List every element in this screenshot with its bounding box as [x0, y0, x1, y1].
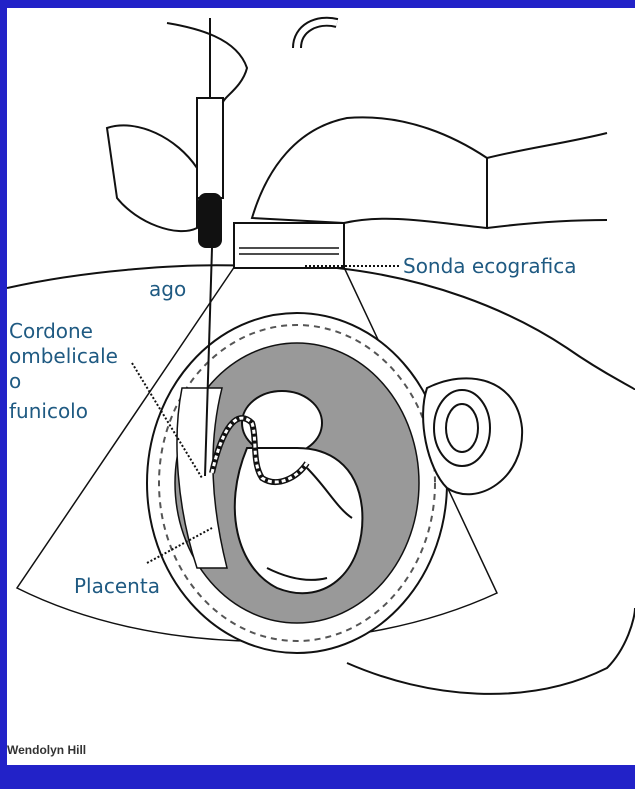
needle-label: ago	[149, 278, 186, 300]
body-lower-outline	[347, 608, 635, 694]
cord-label-line1: Cordone	[9, 320, 93, 342]
cord-label-line3: o	[9, 370, 21, 392]
syringe-hub	[198, 193, 222, 248]
left-hand	[107, 125, 197, 231]
amniocentesis-drawing	[7, 8, 635, 765]
cord-label-line2: ombelicale	[9, 345, 118, 367]
bladder-organ	[423, 378, 522, 494]
placenta-label: Placenta	[74, 575, 160, 597]
ultrasound-probe	[234, 223, 344, 268]
cord-label-line4: funicolo	[9, 400, 88, 422]
illustrator-credit: Wendolyn Hill	[7, 743, 86, 757]
illustration-frame: Sonda ecografica ago Cordone ombelicale …	[7, 8, 635, 765]
syringe-barrel	[197, 98, 223, 198]
probe-label: Sonda ecografica	[403, 255, 576, 277]
right-hand	[252, 117, 487, 228]
